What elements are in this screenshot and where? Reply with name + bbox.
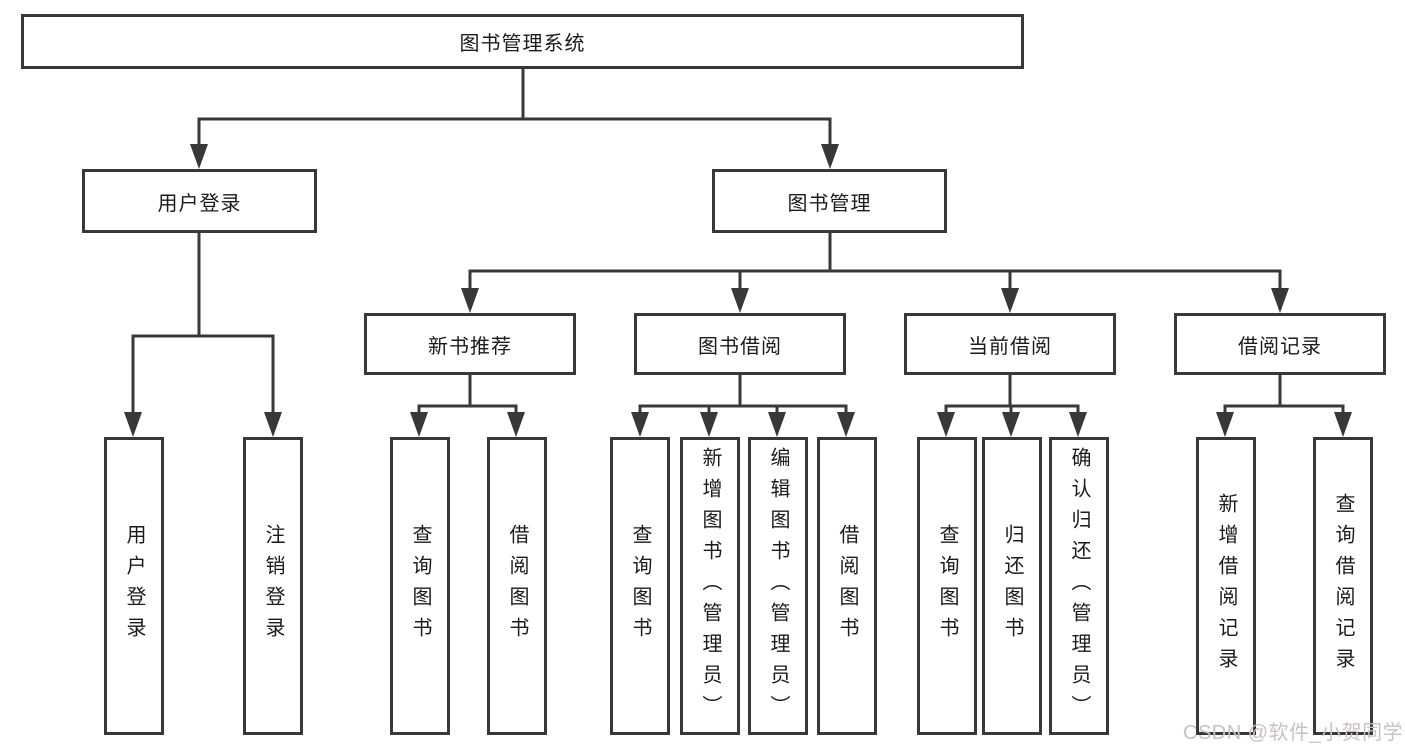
node-user-login: 用户登录 bbox=[82, 169, 317, 233]
arrowheads bbox=[124, 144, 1352, 437]
leaf-borrow-books-recommend: 借阅图书 bbox=[487, 437, 547, 735]
leaf-logout-label: 注销登录 bbox=[262, 524, 284, 648]
node-current-borrow: 当前借阅 bbox=[904, 313, 1116, 375]
node-library-system-label: 图书管理系统 bbox=[459, 33, 586, 55]
leaf-confirm-return-admin-label: 确认归还（管理员） bbox=[1068, 446, 1090, 726]
node-book-borrow: 图书借阅 bbox=[634, 313, 846, 375]
leaf-query-books-borrow-label: 查询图书 bbox=[629, 524, 651, 648]
connector-new-book-children bbox=[417, 373, 518, 432]
node-borrow-records: 借阅记录 bbox=[1174, 313, 1386, 375]
watermark-text: CSDN @软件_小贺同学 bbox=[1183, 722, 1404, 744]
leaf-user-login: 用户登录 bbox=[104, 437, 164, 735]
leaf-query-books-recommend: 查询图书 bbox=[390, 437, 450, 735]
node-new-book-recommend: 新书推荐 bbox=[364, 313, 576, 375]
node-book-management-label: 图书管理 bbox=[787, 192, 872, 215]
leaf-query-borrow-record: 查询借阅记录 bbox=[1313, 437, 1373, 735]
leaf-user-login-label: 用户登录 bbox=[123, 524, 145, 648]
leaf-edit-book-admin: 编辑图书（管理员） bbox=[748, 437, 808, 735]
node-user-login-label: 用户登录 bbox=[157, 192, 242, 215]
node-library-system: 图书管理系统 bbox=[21, 14, 1024, 69]
connector-user-login-children bbox=[131, 231, 275, 432]
connector-root-to-level2 bbox=[197, 66, 832, 162]
leaf-borrow-books-recommend-label: 借阅图书 bbox=[506, 524, 528, 648]
leaf-return-book: 归还图书 bbox=[982, 437, 1042, 735]
leaf-borrow-books: 借阅图书 bbox=[817, 437, 877, 735]
node-current-borrow-label: 当前借阅 bbox=[968, 335, 1052, 358]
leaf-query-books-current-label: 查询图书 bbox=[936, 524, 958, 648]
connector-book-mgmt-children bbox=[468, 231, 1282, 308]
leaf-add-borrow-record-label: 新增借阅记录 bbox=[1215, 493, 1237, 679]
connector-book-borrow-children bbox=[638, 373, 848, 432]
leaf-borrow-books-label: 借阅图书 bbox=[836, 524, 858, 648]
leaf-return-book-label: 归还图书 bbox=[1001, 524, 1023, 648]
leaf-logout: 注销登录 bbox=[243, 437, 303, 735]
leaf-query-borrow-record-label: 查询借阅记录 bbox=[1332, 493, 1354, 679]
leaf-edit-book-admin-label: 编辑图书（管理员） bbox=[767, 446, 789, 726]
connector-borrow-records-children bbox=[1223, 373, 1345, 432]
leaf-add-book-admin: 新增图书（管理员） bbox=[680, 437, 740, 735]
node-borrow-records-label: 借阅记录 bbox=[1238, 335, 1322, 358]
leaf-add-borrow-record: 新增借阅记录 bbox=[1196, 437, 1256, 735]
leaf-add-book-admin-label: 新增图书（管理员） bbox=[699, 446, 721, 726]
leaf-query-books-borrow: 查询图书 bbox=[610, 437, 670, 735]
leaf-query-books-current: 查询图书 bbox=[917, 437, 977, 735]
leaf-query-books-recommend-label: 查询图书 bbox=[409, 524, 431, 648]
node-new-book-recommend-label: 新书推荐 bbox=[428, 335, 512, 358]
leaf-confirm-return-admin: 确认归还（管理员） bbox=[1049, 437, 1109, 735]
node-book-management: 图书管理 bbox=[712, 169, 947, 233]
node-book-borrow-label: 图书借阅 bbox=[698, 335, 782, 358]
